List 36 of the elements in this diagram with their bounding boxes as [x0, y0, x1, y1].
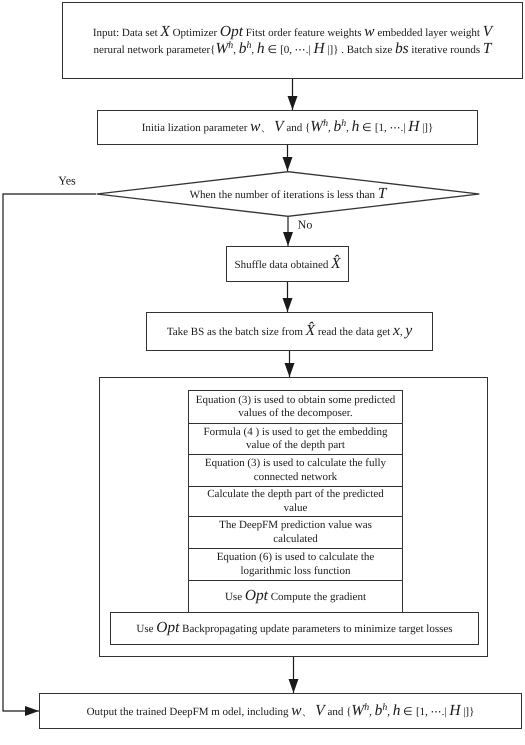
step-box	[110, 612, 479, 645]
step-box	[188, 423, 403, 455]
step-text: Use Opt Compute the gradient	[224, 588, 366, 605]
output-text: Output the trained DeepFM m odel, including w、 V and {W$^{h}$, b$^{h}$, h ∈ [1, ⋯.| H |]}	[86, 702, 474, 720]
step-text: Calculate the depth part of the predicted value	[206, 488, 385, 515]
step-box	[188, 548, 403, 581]
process-box	[226, 246, 349, 282]
condition-text: When the number of iterations is less than T	[190, 186, 386, 202]
flow-arrow	[282, 145, 292, 171]
process-box	[97, 110, 478, 145]
step-box	[188, 486, 403, 517]
input-text: Input: Data set X Optimizer Opt Fitst order feature weights w embedded layer weight V nerural network parameter{W$^{h}$, b$^{h}$, h ∈ [0, ⋯.| H |]} . Batch size bs iterative rounds T	[92, 24, 494, 57]
flow-arrow	[282, 282, 292, 312]
process-box	[146, 312, 433, 351]
step-text: Equation (3) is used to calculate the fully connected network	[204, 457, 388, 484]
step-box	[188, 516, 403, 549]
flow-arrow	[284, 351, 294, 377]
step-text: Shuffle data obtained X̂	[234, 256, 341, 272]
step-box	[188, 580, 403, 613]
step-text: Take BS as the batch size from X̂ read the data get x, y	[166, 323, 412, 340]
loop-container	[99, 377, 488, 657]
step-text: Use Opt Backpropagating update parameters to minimize target losses	[136, 620, 453, 637]
step-box	[188, 454, 403, 487]
input-box	[62, 2, 523, 79]
step-box	[188, 390, 403, 424]
step-text: The DeepFM prediction value was calculated	[218, 519, 373, 546]
flow-arrow	[283, 217, 293, 246]
step-text: Equation (6) is used to calculate the logarithmic loss function	[216, 551, 376, 578]
flow-arrow	[288, 79, 298, 110]
step-text: Initia lization parameter w、 V and {W$^{h}$, b$^{h}$, h ∈ [1, ⋯.| H |]}	[142, 119, 434, 136]
flow-arrow	[2, 193, 96, 716]
flow-arrow	[288, 657, 298, 693]
output-box	[39, 693, 522, 729]
decision-diamond	[96, 171, 480, 217]
step-text: Formula (4 ) is used to get the embedding value of the depth part	[202, 426, 388, 452]
step-text: Equation (3) is used to obtain some predicted values of the decomposer.	[196, 394, 396, 420]
